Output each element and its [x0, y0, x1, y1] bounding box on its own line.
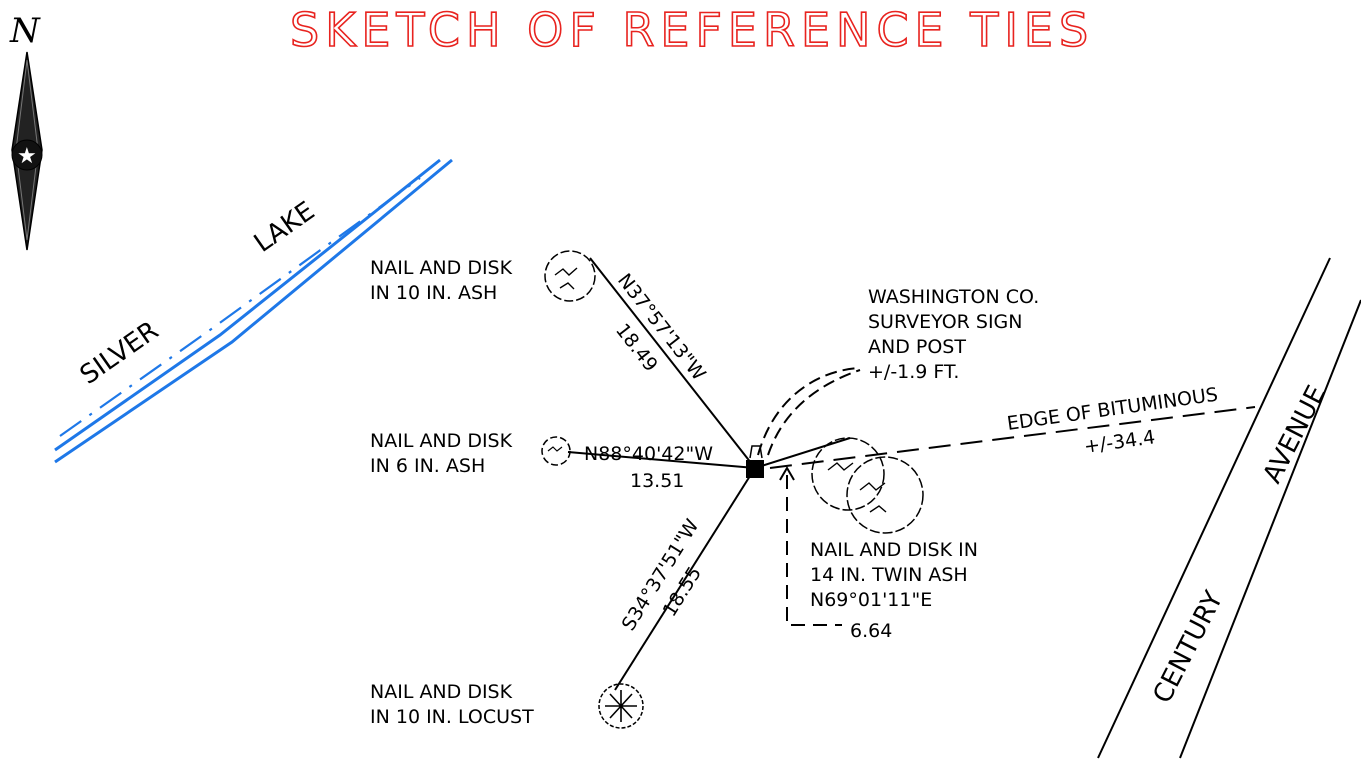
- ref-0-line1: NAIL AND DISK: [370, 257, 513, 279]
- ref-label-14in-twin-ash: NAIL AND DISK IN 14 IN. TWIN ASH N69°01'…: [810, 539, 978, 642]
- north-letter: N: [9, 11, 41, 51]
- century-avenue-road: [1097, 257, 1361, 759]
- sign-post-icon: [749, 445, 763, 459]
- ref-label-10in-ash: NAIL AND DISK IN 10 IN. ASH: [370, 257, 513, 304]
- road-label-century: CENTURY: [1148, 586, 1230, 708]
- sign-label: WASHINGTON CO. SURVEYOR SIGN AND POST +/…: [868, 286, 1039, 383]
- ref-3-bearing: N69°01'11"E: [810, 589, 932, 611]
- tree-6in-ash-icon: [541, 436, 571, 466]
- control-point-icon: [746, 460, 764, 478]
- sketch-title: SKETCH OF REFERENCE TIES: [290, 3, 1094, 57]
- lake-label-lake: LAKE: [249, 196, 321, 259]
- sign-leader: [757, 367, 861, 456]
- lake-label-silver: SILVER: [75, 316, 164, 391]
- tie-lines: [567, 257, 851, 691]
- ref-0-line2: IN 10 IN. ASH: [370, 282, 497, 304]
- ref-3-line1: NAIL AND DISK IN: [810, 539, 978, 561]
- edge-distance: +/-34.4: [1083, 426, 1157, 458]
- ref-label-10in-locust: NAIL AND DISK IN 10 IN. LOCUST: [370, 681, 534, 728]
- sign-line4: +/-1.9 FT.: [868, 361, 959, 383]
- road-label-avenue: AVENUE: [1258, 381, 1333, 488]
- ref-2-line1: NAIL AND DISK: [370, 681, 513, 703]
- edge-of-bituminous-line: [769, 406, 1256, 469]
- ref-1-distance: 13.51: [630, 470, 684, 492]
- sign-line3: AND POST: [868, 336, 966, 358]
- tree-10in-locust-icon: [598, 683, 644, 729]
- tree-10in-ash-icon: [544, 250, 596, 302]
- tree-14in-twin-ash-icon: [811, 437, 924, 534]
- twin-ash-leader: [786, 475, 842, 626]
- lake-shoreline: [54, 158, 453, 464]
- ref-1-bearing: N88°40'42"W: [584, 443, 713, 465]
- sign-line2: SURVEYOR SIGN: [868, 311, 1023, 333]
- ref-2-line2: IN 10 IN. LOCUST: [370, 706, 534, 728]
- ref-3-distance: 6.64: [850, 620, 892, 642]
- north-arrow-icon: N ★: [9, 11, 43, 251]
- svg-text:★: ★: [17, 144, 37, 169]
- ref-label-6in-ash: NAIL AND DISK IN 6 IN. ASH: [370, 430, 513, 477]
- sign-line1: WASHINGTON CO.: [868, 286, 1039, 308]
- ref-1-line1: NAIL AND DISK: [370, 430, 513, 452]
- ref-3-line2: 14 IN. TWIN ASH: [810, 564, 968, 586]
- edge-label: EDGE OF BITUMINOUS: [1006, 384, 1220, 435]
- ref-1-line2: IN 6 IN. ASH: [370, 455, 485, 477]
